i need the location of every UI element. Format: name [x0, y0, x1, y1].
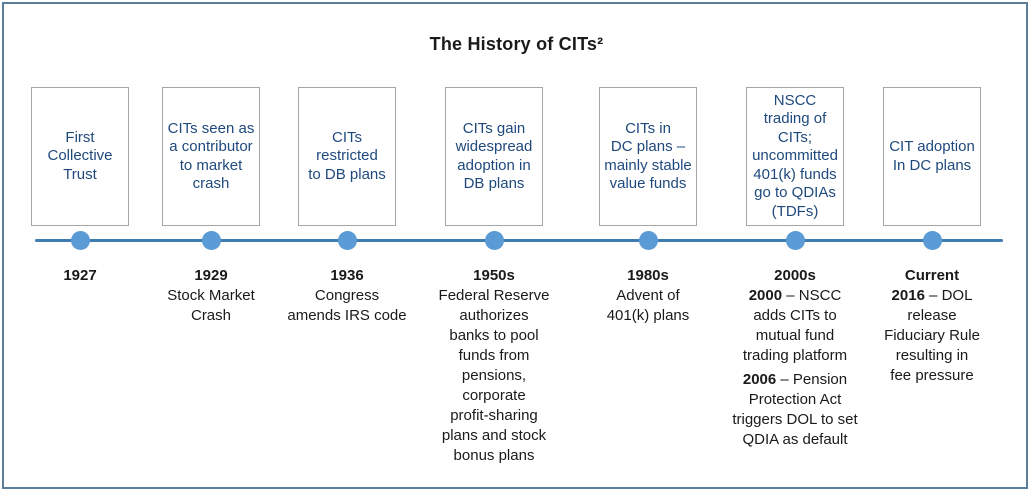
page-title: The History of CITs²: [429, 34, 604, 54]
event-year: 1929: [194, 267, 228, 284]
timeline-dot-1936: [337, 231, 357, 250]
event-year: 1950s: [473, 267, 515, 284]
timeline-dot-1950s: [484, 231, 504, 250]
timeline-line: [35, 239, 1003, 242]
event-year: 1980s: [627, 267, 669, 284]
timeline-dot-2000s: [785, 231, 805, 250]
timeline-dot-1929: [201, 231, 221, 250]
timeline-dot-1927: [70, 231, 90, 250]
event-year: 1927: [63, 267, 97, 284]
timeline-dot-1980s: [638, 231, 658, 250]
timeline-dot-current: [922, 231, 942, 250]
event-label-1927: 1927: [0, 266, 160, 286]
event-year: 1936: [330, 267, 364, 284]
event-year: 2000s: [774, 267, 816, 284]
diagram-frame: [2, 2, 1028, 489]
event-year: Current: [904, 267, 960, 284]
